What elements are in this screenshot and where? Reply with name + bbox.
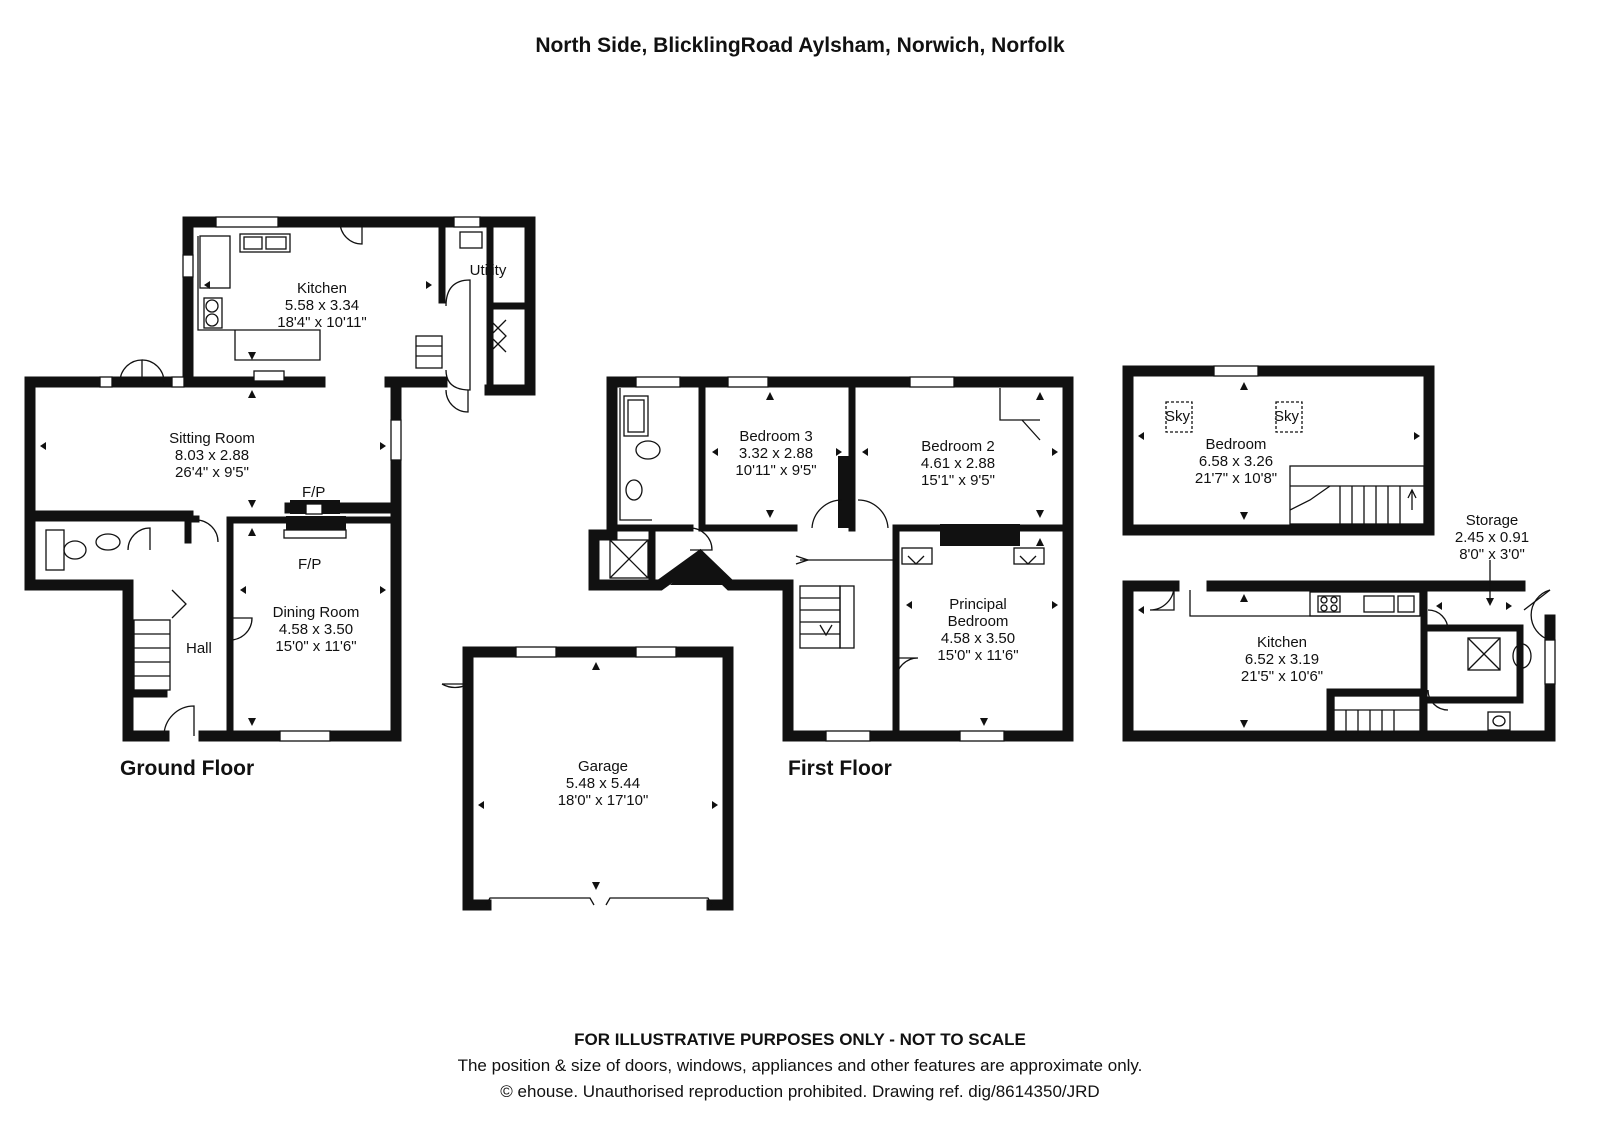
room-size-imperial: 15'1" x 9'5": [921, 472, 995, 489]
disclaimer-text: FOR ILLUSTRATIVE PURPOSES ONLY - NOT TO …: [574, 1030, 1026, 1049]
room-name-line-2: Bedroom: [947, 613, 1009, 630]
room-label-annex-kitchen: Kitchen 6.52 x 3.19 21'5" x 10'6": [1241, 634, 1323, 685]
room-size-imperial: 18'4" x 10'11": [277, 314, 367, 331]
room-name: Dining Room: [272, 604, 360, 621]
floor-label-ground: Ground Floor: [120, 757, 255, 780]
room-name: Utility: [469, 262, 507, 279]
annex-bedroom-walls: [1122, 365, 1435, 536]
room-size-metric: 4.61 x 2.88: [920, 455, 996, 472]
room-label-garage: Garage 5.48 x 5.44 18'0" x 17'10": [558, 758, 649, 809]
room-label-utility: Utility: [470, 262, 507, 279]
room-label-annex-bedroom: Bedroom 6.58 x 3.26 21'7" x 10'8": [1195, 436, 1277, 487]
room-label-storage: Storage 2.45 x 0.91 8'0" x 3'0": [1455, 512, 1529, 563]
room-size-imperial: 10'11" x 9'5": [735, 462, 817, 479]
room-size-imperial: 15'0" x 11'6": [275, 638, 357, 655]
room-name: Sitting Room: [169, 430, 255, 447]
room-name: Kitchen: [296, 280, 348, 297]
garage-walls: [441, 646, 734, 911]
room-size-imperial: 21'7" x 10'8": [1194, 470, 1278, 487]
copyright-text: © ehouse. Unauthorised reproduction proh…: [500, 1082, 1100, 1101]
first-floor-fixtures: [609, 376, 1058, 742]
room-size-metric: 5.48 x 5.44: [565, 775, 641, 792]
room-name: Garage: [577, 758, 629, 775]
room-label-sitting-room: Sitting Room 8.03 x 2.88 26'4" x 9'5": [169, 430, 255, 481]
room-size-imperial: 18'0" x 17'10": [557, 792, 649, 809]
fireplace-label-dining: F/P: [298, 556, 322, 573]
room-size-imperial: 8'0" x 3'0": [1459, 546, 1525, 563]
room-name: Bedroom 3: [739, 428, 813, 445]
room-label-kitchen: Kitchen 5.58 x 3.34 18'4" x 10'11": [277, 280, 367, 331]
room-name: Kitchen: [1256, 634, 1308, 651]
skylight-label-right: Sky: [1274, 408, 1300, 425]
room-name-line-1: Principal: [949, 596, 1007, 613]
ground-floor-fixtures: [40, 216, 507, 742]
room-size-metric: 6.58 x 3.26: [1198, 453, 1274, 470]
annex-kitchen-walls: [1122, 580, 1556, 742]
room-size-imperial: 21'5" x 10'6": [1240, 668, 1324, 685]
fireplace-label-sitting: F/P: [302, 484, 326, 501]
room-name: Storage: [1465, 512, 1519, 529]
room-size-metric: 6.52 x 3.19: [1244, 651, 1320, 668]
room-size-imperial: 26'4" x 9'5": [175, 464, 249, 481]
room-size-metric: 8.03 x 2.88: [174, 447, 250, 464]
room-label-principal-bedroom: Principal Bedroom 4.58 x 3.50 15'0" x 11…: [937, 596, 1018, 664]
room-label-hall: Hall: [186, 640, 212, 657]
approximation-note: The position & size of doors, windows, a…: [457, 1056, 1143, 1075]
room-name: Bedroom 2: [921, 438, 995, 455]
room-size-imperial: 15'0" x 11'6": [937, 647, 1019, 664]
floor-label-first: First Floor: [788, 757, 892, 780]
room-name: Bedroom: [1205, 436, 1267, 453]
room-size-metric: 4.58 x 3.50: [940, 630, 1016, 647]
annex-kitchen-fixtures: [1138, 560, 1556, 733]
plan-title: North Side, BlicklingRoad Aylsham, Norwi…: [535, 34, 1065, 57]
room-size-metric: 4.58 x 3.50: [278, 621, 354, 638]
room-label-bedroom-2: Bedroom 2 4.61 x 2.88 15'1" x 9'5": [921, 438, 995, 489]
room-label-bedroom-3: Bedroom 3 3.32 x 2.88 10'11" x 9'5": [735, 428, 816, 479]
room-size-metric: 2.45 x 0.91: [1454, 529, 1530, 546]
first-floor-walls: [588, 376, 1074, 742]
room-label-dining-room: Dining Room 4.58 x 3.50 15'0" x 11'6": [273, 604, 360, 655]
room-size-metric: 5.58 x 3.34: [284, 297, 360, 314]
skylight-label-left: Sky: [1165, 408, 1191, 425]
room-size-metric: 3.32 x 2.88: [738, 445, 814, 462]
